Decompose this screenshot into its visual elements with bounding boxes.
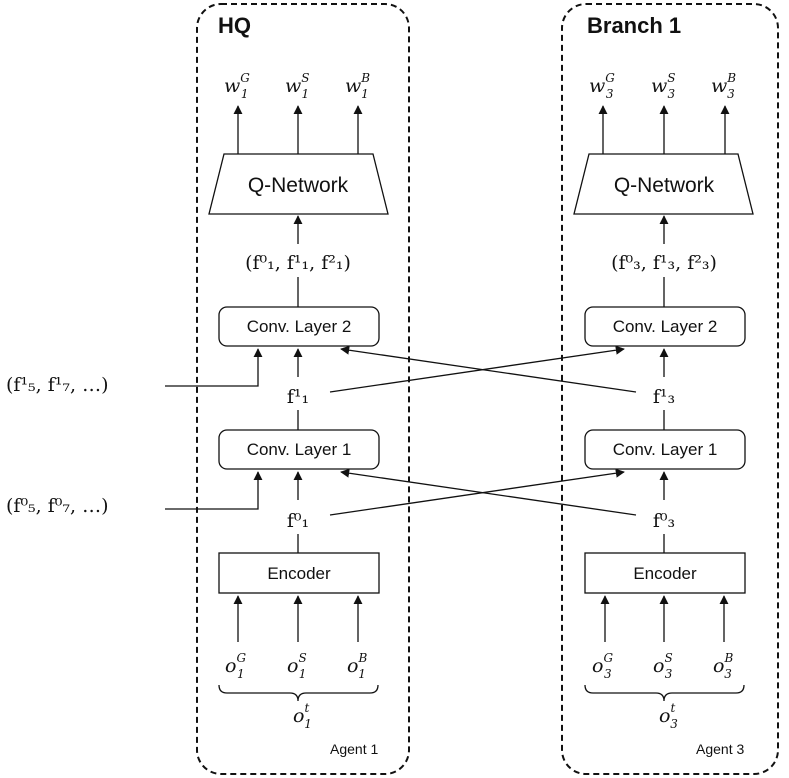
branch1-obs-brace (584, 684, 745, 702)
branch1-qnetwork-box (573, 153, 754, 215)
branch1-conv1-box (584, 429, 746, 470)
branch1-f0-label: f⁰₃ (653, 510, 675, 532)
panel-hq-title: HQ (218, 13, 251, 38)
external-input-layer2: (f¹₅, f¹₇, …) (6, 374, 109, 396)
external-input-layer1: (f⁰₅, f⁰₇, …) (6, 495, 109, 517)
panel-branch1-boundary (561, 3, 779, 775)
hq-obs-brace (218, 684, 379, 702)
cross-branch1-f1-to-hq-conv2 (340, 345, 637, 393)
panel-hq-footer: Agent 1 (330, 741, 378, 757)
hq-conv1-label: Conv. Layer 1 (247, 440, 352, 459)
branch1-encoder-box (584, 552, 746, 594)
hq-features-tuple: (f⁰₁, f¹₁, f²₁) (245, 252, 351, 274)
hq-encoder-box (218, 552, 380, 594)
hq-encoder-label: Encoder (267, 564, 331, 583)
cross-connections (329, 345, 637, 516)
external-arrow-layer2 (165, 348, 263, 387)
branch1-features-tuple: (f⁰₃, f¹₃, f²₃) (611, 252, 717, 274)
hq-conv2-label: Conv. Layer 2 (247, 317, 352, 336)
external-arrow-layer1 (165, 471, 263, 510)
branch1-qnetwork-label: Q-Network (614, 174, 715, 197)
hq-conv2-box (218, 306, 380, 347)
hq-qnetwork-label: Q-Network (248, 174, 349, 197)
cross-hq-f1-to-branch1-conv2 (329, 345, 625, 393)
hq-qnetwork-box (208, 153, 389, 215)
panel-branch1-footer: Agent 3 (696, 741, 744, 757)
branch1-conv2-label: Conv. Layer 2 (613, 317, 718, 336)
panel-branch1-title: Branch 1 (587, 13, 681, 38)
hq-f1-label: f¹₁ (287, 386, 309, 408)
branch1-encoder-label: Encoder (633, 564, 697, 583)
branch1-f1-label: f¹₃ (653, 386, 675, 408)
hq-f0-label: f⁰₁ (287, 510, 309, 532)
external-inputs: (f¹₅, f¹₇, …) (f⁰₅, f⁰₇, …) (6, 348, 263, 517)
panel-hq-boundary (196, 3, 410, 775)
cross-hq-f0-to-branch1-conv1 (329, 468, 625, 516)
branch1-conv1-label: Conv. Layer 1 (613, 440, 718, 459)
branch1-conv2-box (584, 306, 746, 347)
cross-branch1-f0-to-hq-conv1 (340, 468, 637, 516)
hq-conv1-box (218, 429, 380, 470)
